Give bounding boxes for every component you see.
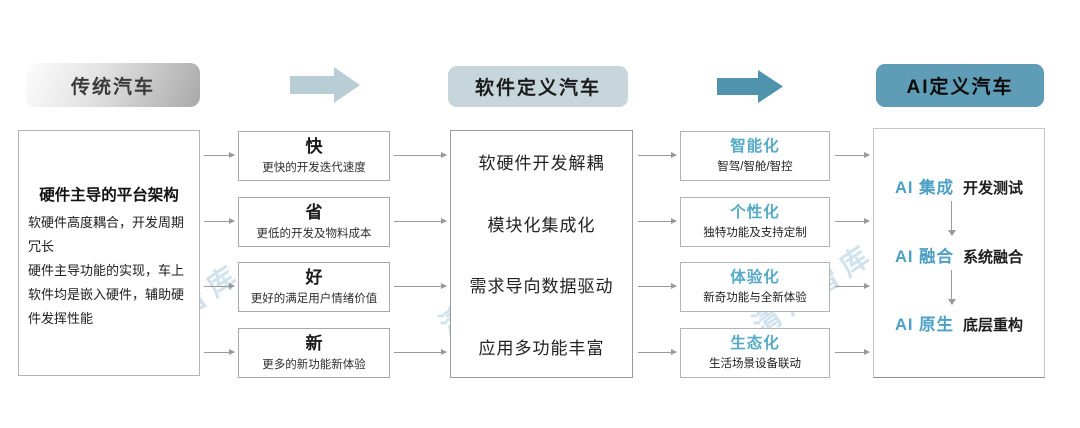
flow-arrow-icon bbox=[638, 152, 677, 158]
flow-arrow-icon bbox=[394, 283, 447, 289]
flow-arrow-icon bbox=[204, 218, 235, 224]
ai-step-label: 底层重构 bbox=[963, 317, 1024, 334]
feature-title: 生态化 bbox=[730, 335, 780, 353]
feature-desc: 智驾/智舱/智控 bbox=[717, 160, 793, 173]
flow-arrow-icon bbox=[204, 283, 235, 289]
ai-step-label: 系统融合 bbox=[963, 249, 1024, 266]
feature-desc: 更多的新功能新体验 bbox=[262, 358, 366, 371]
stage-arrow-icon bbox=[717, 70, 783, 103]
ai-step-highlight: AI 集成 bbox=[894, 179, 955, 197]
software-trait: 软硬件开发解耦 bbox=[478, 154, 605, 174]
ai-step-highlight: AI 原生 bbox=[894, 316, 955, 334]
software-defined-panel: 软硬件开发解耦 模块化集成化 需求导向数据驱动 应用多功能丰富 bbox=[450, 130, 633, 378]
feature-box-good: 好 更好的满足用户情绪价值 bbox=[238, 262, 390, 312]
stage-header-traditional: 传统汽车 bbox=[26, 63, 200, 107]
feature-title: 智能化 bbox=[730, 138, 780, 156]
feature-title: 体验化 bbox=[730, 269, 780, 287]
hardware-architecture-paragraph: 软硬件高度耦合，开发周期冗长 bbox=[28, 215, 185, 255]
feature-box-intelligent: 智能化 智驾/智舱/智控 bbox=[680, 131, 830, 181]
flow-arrow-icon bbox=[204, 349, 235, 355]
stage-header-software-defined: 软件定义汽车 bbox=[448, 66, 628, 107]
feature-title: 好 bbox=[305, 268, 323, 288]
software-trait: 应用多功能丰富 bbox=[478, 338, 605, 358]
software-trait: 需求导向数据驱动 bbox=[469, 277, 614, 297]
ai-step-highlight: AI 融合 bbox=[894, 248, 955, 266]
flow-arrow-icon bbox=[835, 283, 870, 289]
flow-arrow-icon bbox=[394, 349, 447, 355]
stage-header-ai-defined: AI定义汽车 bbox=[876, 64, 1044, 107]
flow-arrow-icon bbox=[638, 218, 677, 224]
ai-step-label: 开发测试 bbox=[963, 180, 1024, 197]
hardware-architecture-title: 硬件主导的平台架构 bbox=[39, 187, 179, 204]
feature-box-experiential: 体验化 新奇功能与全新体验 bbox=[680, 262, 830, 312]
feature-desc: 更快的开发迭代速度 bbox=[262, 161, 366, 174]
flow-arrow-icon bbox=[638, 283, 677, 289]
stage-arrow-icon bbox=[290, 67, 360, 103]
down-arrow-icon bbox=[947, 201, 956, 236]
feature-box-fast: 快 更快的开发迭代速度 bbox=[238, 131, 390, 181]
feature-desc: 更低的开发及物料成本 bbox=[256, 227, 372, 240]
feature-desc: 独特功能及支持定制 bbox=[703, 226, 807, 239]
feature-desc: 生活场景设备联动 bbox=[709, 357, 801, 370]
feature-title: 省 bbox=[305, 203, 323, 223]
ai-step-fusion: AI 融合系统融合 bbox=[874, 243, 1044, 267]
ai-step-native: AI 原生底层重构 bbox=[874, 311, 1044, 335]
hardware-architecture-paragraph: 硬件主导功能的实现，车上软件均是嵌入硬件，辅助硬件发挥性能 bbox=[28, 263, 185, 327]
ai-step-integration: AI 集成开发测试 bbox=[874, 174, 1044, 198]
flow-arrow-icon bbox=[835, 349, 870, 355]
feature-box-personalized: 个性化 独特功能及支持定制 bbox=[680, 197, 830, 247]
feature-title: 个性化 bbox=[730, 204, 780, 222]
software-trait: 模块化集成化 bbox=[487, 215, 596, 235]
feature-desc: 新奇功能与全新体验 bbox=[703, 291, 807, 304]
feature-box-economical: 省 更低的开发及物料成本 bbox=[238, 197, 390, 247]
feature-box-ecosystem: 生态化 生活场景设备联动 bbox=[680, 328, 830, 378]
down-arrow-icon bbox=[947, 270, 956, 305]
flow-arrow-icon bbox=[835, 218, 870, 224]
flow-arrow-icon bbox=[394, 152, 447, 158]
flow-arrow-icon bbox=[638, 349, 677, 355]
feature-title: 新 bbox=[305, 334, 323, 354]
feature-title: 快 bbox=[305, 137, 323, 157]
flow-arrow-icon bbox=[835, 152, 870, 158]
flow-arrow-icon bbox=[394, 218, 447, 224]
flow-arrow-icon bbox=[204, 152, 235, 158]
feature-desc: 更好的满足用户情绪价值 bbox=[250, 292, 378, 305]
hardware-architecture-panel: 硬件主导的平台架构 软硬件高度耦合，开发周期冗长 硬件主导功能的实现，车上软件均… bbox=[18, 130, 200, 376]
ai-stages-panel: AI 集成开发测试 AI 融合系统融合 AI 原生底层重构 bbox=[873, 128, 1045, 378]
feature-box-new: 新 更多的新功能新体验 bbox=[238, 328, 390, 378]
